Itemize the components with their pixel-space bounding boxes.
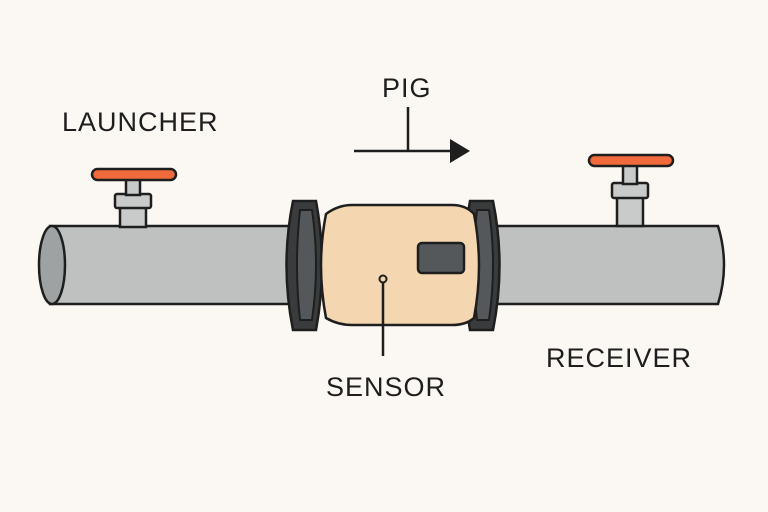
sensor-window <box>416 241 466 275</box>
pig-direction-arrow <box>354 107 470 163</box>
sensor-label: SENSOR <box>326 372 446 402</box>
sensor-point <box>378 274 388 284</box>
receiver-pipe <box>486 224 726 306</box>
receiver-label: RECEIVER <box>546 343 692 373</box>
launcher-label: LAUNCHER <box>62 107 219 137</box>
sensor-housing <box>319 203 481 327</box>
launcher-pipe <box>37 224 302 306</box>
launcher-valve <box>90 167 178 229</box>
launcher-valve-handle <box>90 167 178 182</box>
pig-label: PIG <box>382 73 432 103</box>
receiver-valve-handle <box>587 153 675 168</box>
receiver-valve <box>587 153 675 228</box>
left-flange <box>285 199 324 332</box>
